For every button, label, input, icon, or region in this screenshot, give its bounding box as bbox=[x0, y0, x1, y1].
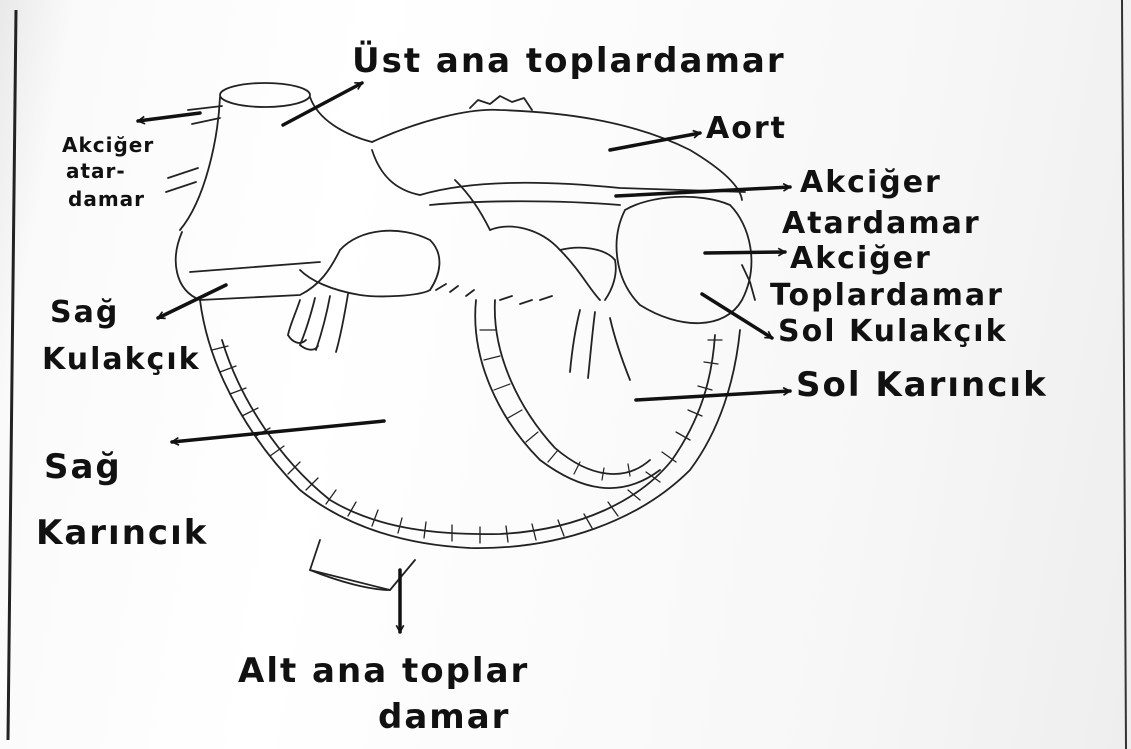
page-left-edge bbox=[8, 10, 16, 740]
label-akciger-toplardamar-2: Toplardamar bbox=[770, 280, 1004, 312]
arrow-sag-karincik bbox=[172, 421, 384, 442]
label-akciger-atardamar-left-3: damar bbox=[68, 189, 145, 210]
arrow-akciger-toplardamar bbox=[705, 252, 785, 253]
arrow-sol-kulakcik bbox=[702, 294, 772, 338]
heart-outline bbox=[166, 83, 755, 590]
label-akciger-atardamar-left-2: atar- bbox=[66, 161, 126, 182]
label-akciger-atardamar-left-1: Akciğer bbox=[62, 135, 154, 156]
label-alt-ana-toplardamar-1: Alt ana toplar bbox=[238, 654, 529, 690]
leader-arrows bbox=[138, 83, 790, 632]
label-akciger-atardamar-right-1: Akciğer bbox=[800, 167, 942, 199]
label-alt-ana-toplardamar-2: damar bbox=[378, 700, 510, 736]
label-sol-kulakcik: Sol Kulakçık bbox=[778, 316, 1008, 348]
label-akciger-toplardamar-1: Akciğer bbox=[790, 243, 932, 275]
label-ust-ana-toplardamar: Üst ana toplardamar bbox=[352, 44, 786, 80]
arrow-akciger-atardamar-left bbox=[138, 113, 200, 121]
label-sag-karincik-2: Karıncık bbox=[36, 516, 208, 552]
arrow-sol-karincik bbox=[636, 391, 790, 400]
label-sol-karincik: Sol Karıncık bbox=[796, 368, 1048, 404]
label-sag-karincik-1: Sağ bbox=[44, 450, 122, 486]
label-sag-kulakcik-2: Kulakçık bbox=[42, 344, 201, 376]
label-aort: Aort bbox=[706, 113, 787, 145]
arrow-sag-kulakcik bbox=[158, 285, 226, 318]
label-akciger-atardamar-right-2: Atardamar bbox=[782, 208, 981, 240]
label-sag-kulakcik-1: Sağ bbox=[50, 297, 119, 329]
page-right-edge bbox=[1122, 0, 1126, 749]
